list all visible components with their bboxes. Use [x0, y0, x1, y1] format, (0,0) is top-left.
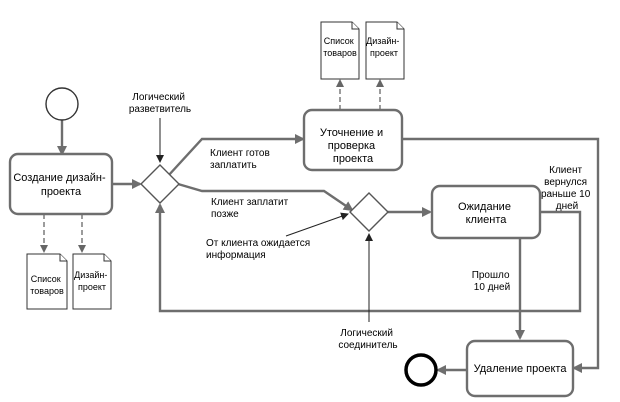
- start-event: [45, 87, 79, 121]
- svg-text:Клиент вернулся раньше: Клиент вернулся раньше 10 дней: [541, 165, 593, 212]
- doc-bottom-list: Список товаров: [26, 253, 68, 310]
- flow-label-ten-days-1: Прошло: [472, 270, 510, 281]
- flow-label-returned-1: Клиент: [549, 165, 582, 176]
- doc-top-design-line-2: проект: [370, 48, 398, 58]
- svg-text:Логический соединитель: Логический соединитель: [338, 328, 397, 351]
- flow-label-later-1: Клиент заплатит: [211, 197, 289, 208]
- task-wait-client-line-2: клиента: [466, 214, 508, 226]
- task-delete-project-label: Удаление проекта: [474, 363, 568, 375]
- join-gateway: [349, 192, 389, 232]
- task-clarify: Уточнение и проверка проекта: [302, 108, 404, 172]
- svg-text:Клиент готов заплатить: Клиент готов заплатить: [210, 148, 273, 171]
- flow-label-ten-days-2: 10 дней: [474, 282, 510, 293]
- flow-clarify-to-delete: [402, 137, 600, 373]
- svg-text:Прошло 10 дней: Прошло 10 дней: [472, 270, 513, 293]
- svg-text:Дизайн- проект: Дизайн- проект: [74, 270, 110, 292]
- svg-text:Дизайн- проект: Дизайн- проект: [366, 36, 402, 58]
- task-wait-client: Ожидание клиента: [430, 184, 542, 240]
- flow-label-ready-1: Клиент готов: [210, 148, 270, 159]
- doc-top-list-line-1: Список: [324, 36, 354, 46]
- task-wait-client-line-1: Ожидание: [458, 201, 511, 213]
- flow-label-returned-2: вернулся: [544, 177, 587, 188]
- svg-text:От клиента ожидается инфор: От клиента ожидается информация: [206, 238, 313, 261]
- doc-top-list-line-2: товаров: [323, 48, 357, 58]
- doc-top-list: Список товаров: [320, 21, 360, 80]
- svg-text:Ожидание клиента: Ожидание клиента: [458, 201, 514, 226]
- flow-label-returned-4: дней: [556, 201, 579, 212]
- flow-label-info-1: От клиента ожидается: [206, 238, 310, 249]
- doc-bottom-design-line-2: проект: [78, 282, 106, 292]
- task-clarify-line-2: проверка: [328, 140, 376, 152]
- task-clarify-line-1: Уточнение и: [320, 127, 383, 139]
- svg-text:Список товаров: Список товаров: [323, 36, 357, 58]
- pointer-info-expected: [285, 212, 349, 237]
- flow-split-to-clarify: [167, 134, 305, 177]
- svg-text:Создание дизайн- проекта: Создание дизайн- проекта: [13, 172, 108, 198]
- doc-bottom-design: Дизайн- проект: [72, 253, 112, 310]
- svg-text:Клиент заплатит позже: Клиент заплатит позже: [211, 197, 291, 220]
- task-create-design: Создание дизайн- проекта: [8, 152, 114, 216]
- end-event: [404, 353, 438, 387]
- task-create-design-line-2: проекта: [41, 186, 82, 198]
- flow-wait-loop-back: [155, 203, 582, 313]
- doc-top-design: Дизайн- проект: [365, 21, 405, 80]
- flow-label-returned-3: раньше 10: [541, 189, 591, 200]
- doc-bottom-list-line-2: товаров: [30, 286, 64, 296]
- svg-text:Список товаров: Список товаров: [30, 274, 64, 296]
- task-delete-project: Удаление проекта: [465, 339, 575, 398]
- join-gateway-label-1: Логический: [340, 328, 393, 339]
- svg-text:Логический разветвитель: Логический разветвитель: [129, 92, 191, 115]
- task-create-design-line-1: Создание дизайн-: [13, 172, 106, 184]
- task-clarify-line-3: проекта: [333, 153, 374, 165]
- doc-bottom-design-line-1: Дизайн-: [74, 270, 107, 280]
- flow-label-later-2: позже: [211, 209, 239, 220]
- flow-label-ready-2: заплатить: [210, 160, 257, 171]
- flow-split-to-join: [177, 182, 354, 212]
- doc-top-design-line-1: Дизайн-: [366, 36, 399, 46]
- svg-text:Уточнение и проверка: Уточнение и проверка проекта: [320, 127, 386, 165]
- split-gateway: [140, 164, 180, 204]
- split-gateway-label-1: Логический: [132, 92, 185, 103]
- flow-label-info-2: информация: [206, 249, 266, 261]
- doc-bottom-list-line-1: Список: [31, 274, 61, 284]
- split-gateway-label-2: разветвитель: [129, 104, 191, 115]
- join-gateway-label-2: соединитель: [338, 340, 397, 351]
